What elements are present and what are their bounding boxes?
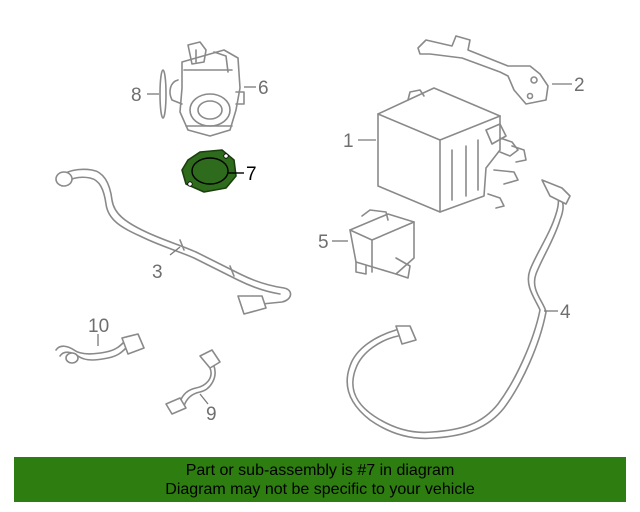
- callout-2[interactable]: 2: [574, 75, 585, 96]
- exploded-parts-diagram: 6 8 7 3 2: [55, 35, 585, 440]
- callout-1[interactable]: 1: [343, 131, 354, 152]
- leader-9: [199, 393, 209, 405]
- callout-9[interactable]: 9: [206, 404, 217, 425]
- callout-6[interactable]: 6: [258, 78, 269, 99]
- notice-banner: Part or sub-assembly is #7 in diagram Di…: [14, 457, 626, 502]
- part-2-bracket[interactable]: [417, 35, 549, 105]
- part-4-tube[interactable]: [346, 179, 571, 440]
- part-3-hose[interactable]: [55, 168, 292, 315]
- callout-4[interactable]: 4: [560, 302, 571, 323]
- callout-5[interactable]: 5: [318, 232, 329, 253]
- part-1-canister[interactable]: [377, 87, 527, 213]
- callout-10[interactable]: 10: [88, 316, 109, 337]
- part-10-harness[interactable]: [55, 333, 145, 364]
- banner-line-part: Part or sub-assembly is #7 in diagram: [185, 462, 455, 479]
- callout-8[interactable]: 8: [131, 85, 142, 106]
- part-9-sensor[interactable]: [165, 349, 221, 415]
- callout-7[interactable]: 7: [246, 164, 257, 185]
- part-7-gasket-highlighted[interactable]: [181, 149, 237, 193]
- callout-3[interactable]: 3: [152, 262, 163, 283]
- part-6-valve-assembly[interactable]: [169, 41, 245, 137]
- banner-line-disclaimer: Diagram may not be specific to your vehi…: [165, 481, 475, 498]
- part-8-o-ring[interactable]: [159, 69, 167, 119]
- leader-3: [169, 246, 181, 256]
- part-5-filter[interactable]: [349, 209, 415, 279]
